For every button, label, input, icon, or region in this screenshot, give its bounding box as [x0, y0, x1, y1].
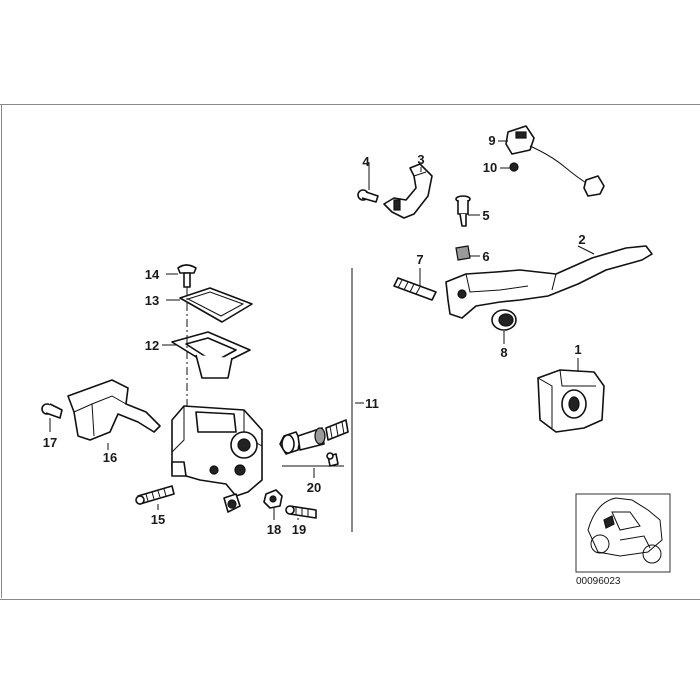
- callout-7: 7: [416, 252, 423, 267]
- part-5-pin: [455, 195, 471, 227]
- callout-15: 15: [151, 512, 165, 527]
- part-3-bracket: [383, 163, 433, 219]
- part-master-cylinder-body: [171, 405, 263, 513]
- callout-1: 1: [574, 342, 581, 357]
- callout-11: 11: [365, 396, 379, 411]
- part-20-piston-kit: [279, 419, 349, 467]
- part-10-screw: [509, 162, 519, 172]
- part-9-switch: [505, 125, 605, 197]
- callout-3: 3: [417, 152, 424, 167]
- callout-14: 14: [145, 267, 160, 282]
- callout-18: 18: [267, 522, 281, 537]
- reference-number: 00096023: [576, 576, 621, 587]
- part-14-screw: [177, 264, 197, 288]
- callout-5: 5: [482, 208, 489, 223]
- diagram-frame-left-edge: [1, 104, 2, 598]
- part-17-screw: [41, 403, 63, 419]
- callout-8: 8: [500, 345, 507, 360]
- part-15-screw: [135, 485, 175, 505]
- part-8-bearing: [491, 309, 517, 331]
- callout-19: 19: [292, 522, 306, 537]
- callout-17: 17: [43, 435, 57, 450]
- part-19-screw: [285, 505, 317, 519]
- part-4-screw: [357, 189, 379, 203]
- callout-4: 4: [362, 154, 370, 169]
- callout-6: 6: [482, 249, 489, 264]
- callout-12: 12: [145, 338, 159, 353]
- part-16-cover: [67, 379, 161, 441]
- part-7-adjuster-screw: [393, 277, 437, 301]
- part-1-clamp: [537, 369, 605, 433]
- part-13-reservoir-cover: [179, 287, 253, 323]
- callout-10: 10: [483, 160, 497, 175]
- part-6-bushing: [455, 245, 471, 261]
- part-12-diaphragm: [171, 331, 251, 379]
- callout-2: 2: [578, 232, 585, 247]
- motorcycle-thumbnail: [575, 493, 671, 573]
- callout-16: 16: [103, 450, 117, 465]
- callout-20: 20: [307, 480, 321, 495]
- part-18-nut: [263, 489, 283, 509]
- diagram-frame: [0, 104, 700, 600]
- callout-9: 9: [488, 133, 495, 148]
- callout-13: 13: [145, 293, 159, 308]
- part-2-lever: [445, 245, 653, 319]
